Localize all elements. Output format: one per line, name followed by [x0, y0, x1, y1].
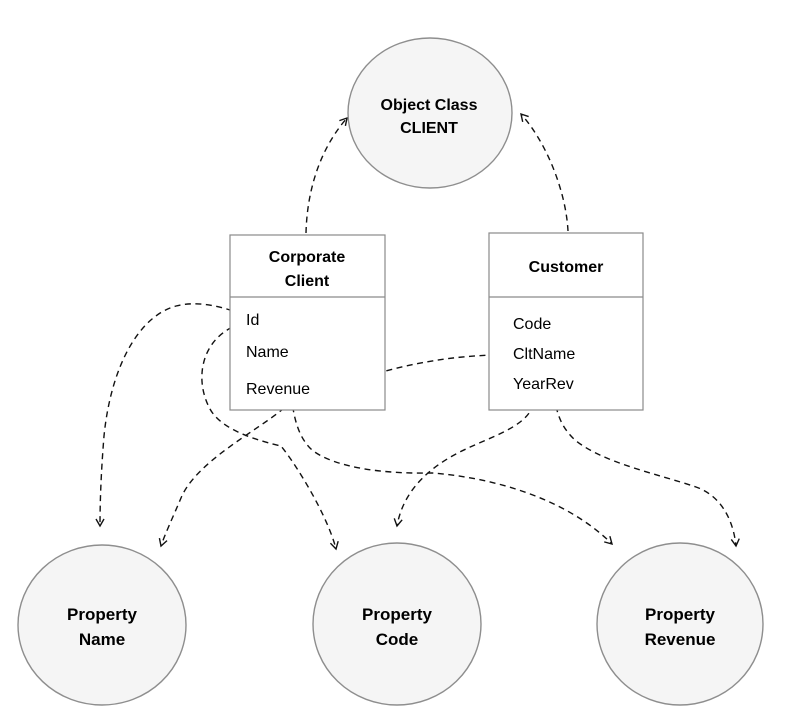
corporate-client-attr-id: Id: [246, 312, 259, 329]
property-name-circle: [17, 544, 187, 706]
property-revenue-node: Property Revenue: [596, 542, 764, 706]
property-name-label-line1: Property: [67, 605, 137, 624]
object-class-node: Object Class CLIENT: [347, 37, 513, 189]
object-class-label-line2: CLIENT: [400, 120, 458, 137]
entity-corporate-client: Corporate Client Id Name Revenue: [229, 234, 386, 411]
connector-yearrev-to-property-revenue: [553, 395, 740, 548]
property-revenue-circle: [596, 542, 764, 706]
property-name-label-line2: Name: [79, 630, 125, 649]
connector-name-to-property-name: [95, 303, 288, 528]
customer-attr-code: Code: [513, 316, 551, 333]
customer-attr-yearrev: YearRev: [513, 376, 574, 393]
property-code-label-line2: Code: [376, 630, 419, 649]
object-class-label-line1: Object Class: [381, 97, 478, 114]
connector-customer-to-object-class: [520, 112, 569, 232]
connector-id-to-property-code: [201, 320, 339, 551]
corporate-client-box: [229, 234, 386, 411]
entity-customer: Customer Code CltName YearRev: [488, 232, 644, 411]
property-revenue-label-line1: Property: [645, 605, 715, 624]
property-revenue-label-line2: Revenue: [645, 630, 716, 649]
connector-revenue-to-property-revenue: [290, 395, 613, 545]
customer-title: Customer: [529, 259, 604, 276]
object-class-circle: [347, 37, 513, 189]
property-code-label-line1: Property: [362, 605, 432, 624]
corporate-client-attr-revenue: Revenue: [246, 381, 310, 398]
connector-corporate-client-to-object-class: [305, 116, 348, 234]
property-name-node: Property Name: [17, 544, 187, 706]
customer-box: [488, 232, 644, 411]
property-code-circle: [312, 542, 482, 706]
corporate-client-title-line1: Corporate: [269, 249, 346, 266]
corporate-client-title-line2: Client: [285, 273, 330, 290]
property-code-node: Property Code: [312, 542, 482, 706]
customer-attr-cltname: CltName: [513, 346, 575, 363]
corporate-client-attr-name: Name: [246, 344, 289, 361]
